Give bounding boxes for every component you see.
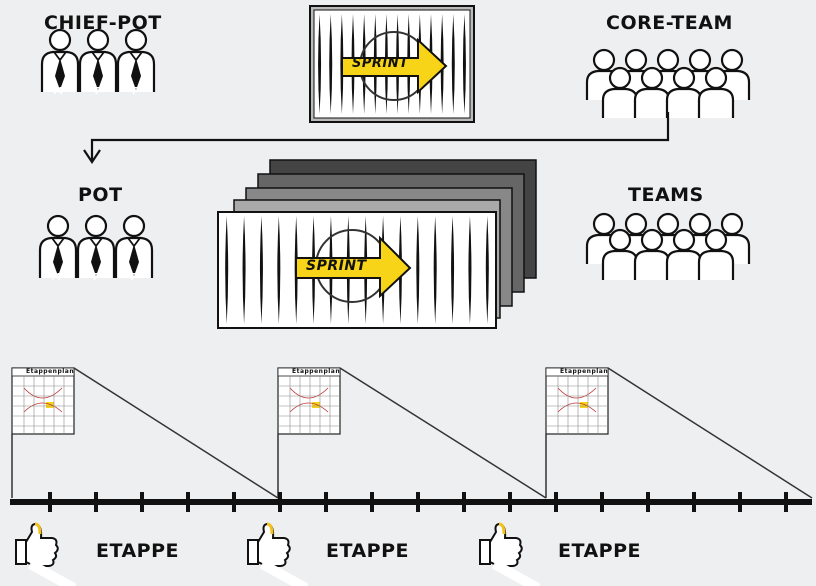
board-stripe [433, 216, 437, 324]
board-stripe [242, 216, 246, 324]
milestone-label: ETAPPE [558, 540, 641, 562]
stage-plan-1-icon [11, 367, 279, 499]
board-stripe [451, 14, 455, 114]
board-stripe [259, 216, 263, 324]
plan-title: Etappenplan [560, 368, 609, 375]
chief-pot-label: CHIEF-POT [44, 12, 162, 34]
sprint-label: SPRINT [352, 56, 409, 71]
pot-label: POT [78, 184, 123, 206]
core-team-group-icon [585, 48, 751, 120]
badge-m: M [51, 272, 62, 283]
stage-plan-2-icon [277, 367, 547, 499]
plan-title: Etappenplan [292, 368, 341, 375]
badge-t: T [93, 86, 101, 97]
thumbs-up-icon [480, 524, 538, 586]
badge-t: T [91, 272, 99, 283]
timeline [10, 492, 812, 512]
badge-p: P [132, 86, 140, 97]
board-stripe [462, 14, 466, 114]
core-team-label: CORE-TEAM [606, 12, 733, 34]
board-stripe [468, 216, 472, 324]
team-sprint-boards-icon [217, 159, 537, 329]
board-stripe [329, 14, 333, 114]
milestone-label: ETAPPE [96, 540, 179, 562]
badge-p: P [130, 272, 138, 283]
pot-group-icon [38, 214, 154, 280]
thumbs-up-icon [16, 524, 74, 586]
sprint-label: SPRINT [306, 258, 367, 274]
thumbs-up-icon [248, 524, 306, 586]
board-stripe [225, 216, 229, 324]
milestone-label: ETAPPE [326, 540, 409, 562]
board-stripe [277, 216, 281, 324]
board-stripe [318, 14, 322, 114]
badge-m: M [53, 86, 64, 97]
teams-label: TEAMS [628, 184, 704, 206]
board-stripe [451, 216, 455, 324]
board-stripe [416, 216, 420, 324]
core-sprint-board-icon [309, 5, 475, 123]
chief-pot-group-icon [40, 28, 156, 94]
teams-group-icon [585, 212, 751, 282]
plan-title: Etappenplan [26, 368, 75, 375]
delegation-arrow [90, 112, 670, 160]
board-stripe [485, 216, 489, 324]
stage-plan-3-icon [545, 367, 813, 499]
